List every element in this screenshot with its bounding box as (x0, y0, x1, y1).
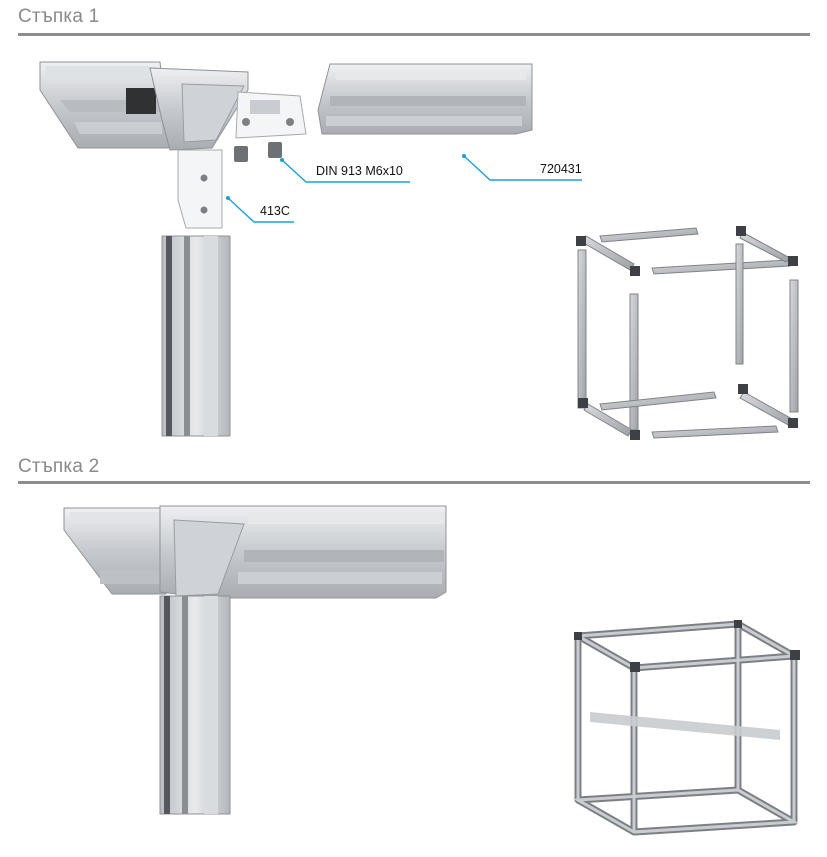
step1-corner-pieces (576, 226, 798, 440)
callout-profile-label: 720431 (540, 162, 582, 176)
callout-leaders (227, 155, 582, 223)
step1-exploded-corner (39, 61, 533, 437)
step2-assembled-corner (63, 505, 447, 815)
step-1-title: Стъпка 1 (18, 6, 100, 27)
leader-profile (463, 155, 582, 181)
callout-connector-label: 413C (260, 204, 290, 218)
step-2-title: Стъпка 2 (18, 456, 100, 477)
step2-cross-bar (590, 712, 780, 740)
callout-bolt-label: DIN 913 M6x10 (316, 164, 403, 178)
step2-corner-pieces (574, 620, 800, 672)
step1-exploded-cube (577, 227, 799, 439)
step-1-divider (18, 33, 810, 36)
leader-bolt (281, 159, 410, 183)
leader-connector (227, 197, 294, 223)
step-2-divider (18, 481, 810, 484)
